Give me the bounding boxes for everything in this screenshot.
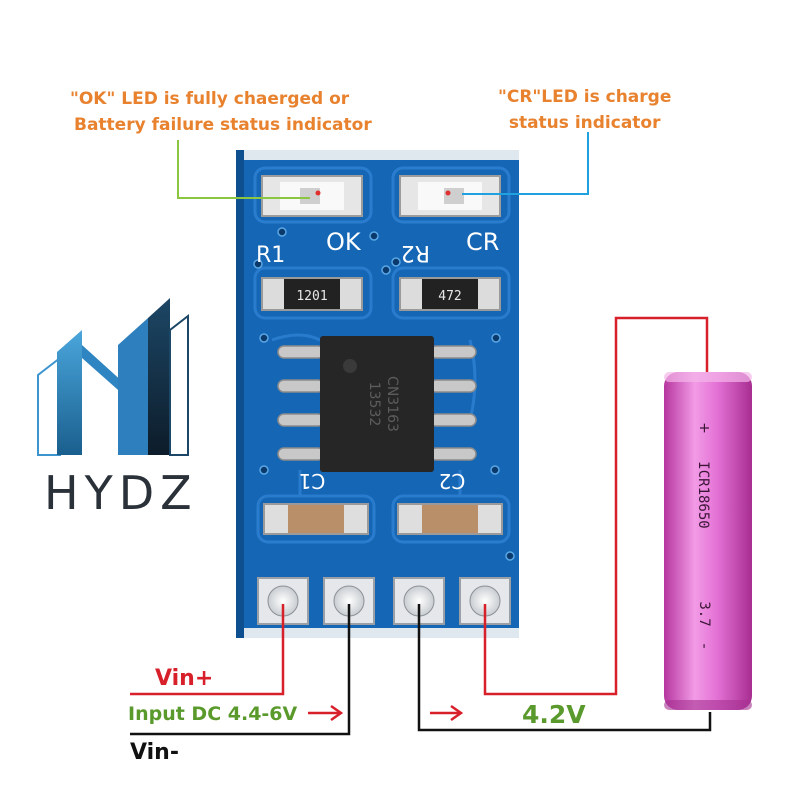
chip-marking-1: CN3163 <box>384 376 400 432</box>
input-dc-label: Input DC 4.4-6V <box>128 703 298 725</box>
ok-led-annotation: "OK" LED is fully chaerged or Battery fa… <box>70 86 372 138</box>
battery-plus-mark: + <box>696 422 712 434</box>
battery-minus-wire <box>417 604 712 732</box>
charger-pcb: R1 OK R2 CR 1201 472 <box>236 150 519 638</box>
ok-led-pointer <box>177 140 310 199</box>
logo-text: HYDZ <box>44 466 198 520</box>
label-c1: C1 <box>299 469 326 493</box>
label-r2: R2 <box>401 240 430 265</box>
vin-minus-label: Vin- <box>130 740 179 765</box>
input-arrow-icon <box>308 704 344 722</box>
battery-voltage: 3.7 <box>696 601 712 626</box>
hydz-logo <box>37 298 189 456</box>
vin-plus-label: Vin+ <box>155 666 214 691</box>
cr-led <box>399 175 501 217</box>
ok-led-annotation-line2: Battery failure status indicator <box>74 115 372 135</box>
capacitor-c2 <box>397 503 503 535</box>
resistor-r2: 472 <box>399 277 501 311</box>
output-voltage-label: 4.2V <box>522 700 586 729</box>
battery-18650: + ICR18650 3.7 - <box>664 372 752 710</box>
charger-ic: CN3163 13532 <box>277 336 477 472</box>
label-ok: OK <box>326 228 362 256</box>
output-arrow-icon <box>430 704 464 722</box>
label-r1: R1 <box>256 243 285 268</box>
vin-minus-wire <box>130 604 351 736</box>
battery-minus-mark: - <box>696 643 712 648</box>
cr-led-annotation: "CR"LED is charge status indicator <box>498 84 671 136</box>
battery-plus-wire <box>483 316 709 696</box>
battery-model: ICR18650 <box>695 461 711 528</box>
cr-led-annotation-line1: "CR"LED is charge <box>498 87 672 107</box>
ok-led <box>261 175 363 217</box>
cr-led-annotation-line2: status indicator <box>508 113 661 133</box>
ok-led-annotation-line1: "OK" LED is fully chaerged or <box>70 89 350 109</box>
capacitor-c1 <box>263 503 369 535</box>
label-cr: CR <box>466 228 499 256</box>
cr-led-pointer <box>462 132 589 195</box>
chip-marking-2: 13532 <box>366 382 382 427</box>
resistor-r2-code: 472 <box>438 289 461 304</box>
label-c2: C2 <box>439 469 466 493</box>
vin-plus-wire <box>130 604 285 696</box>
resistor-r1: 1201 <box>261 277 363 311</box>
resistor-r1-code: 1201 <box>296 289 327 304</box>
